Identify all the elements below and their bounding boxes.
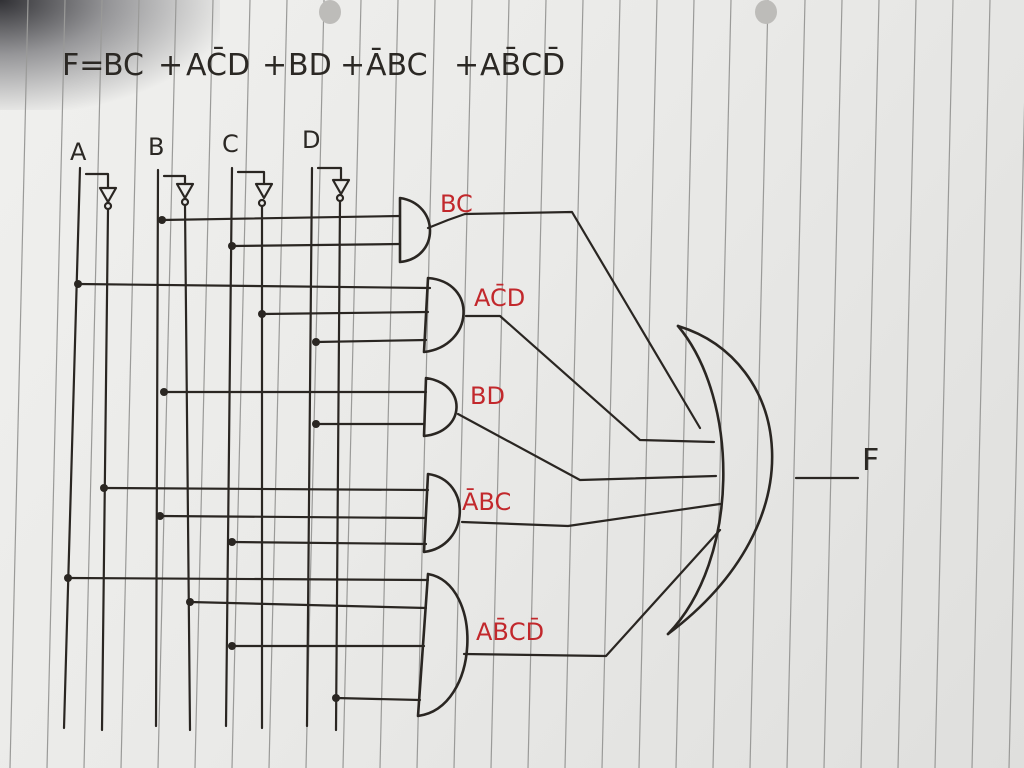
ruled-line bbox=[83, 0, 103, 768]
expression-term-bc: BC bbox=[103, 48, 144, 83]
ruled-line bbox=[675, 0, 695, 768]
expression-term-abc: ĀBC bbox=[366, 47, 428, 83]
bus-a-not bbox=[100, 208, 110, 732]
ruled-line bbox=[342, 0, 362, 768]
ruled-line bbox=[490, 0, 510, 768]
ruled-line bbox=[453, 0, 473, 768]
inverter-c bbox=[254, 182, 274, 200]
ruled-line bbox=[120, 0, 140, 768]
ruled-line bbox=[786, 0, 806, 768]
ruled-line bbox=[9, 0, 29, 768]
bus-a bbox=[62, 166, 82, 730]
bus-b bbox=[154, 168, 160, 728]
expression-prefix: F= bbox=[62, 48, 104, 83]
ruled-line bbox=[934, 0, 954, 768]
punch-hole bbox=[755, 0, 777, 24]
ruled-line bbox=[379, 0, 399, 768]
svg-text:+: + bbox=[340, 48, 365, 83]
and-gate-acd bbox=[74, 276, 716, 444]
ruled-line bbox=[305, 0, 325, 768]
input-label-b: B bbox=[148, 133, 164, 161]
input-label-d: D bbox=[302, 126, 320, 154]
ruled-line bbox=[194, 0, 214, 768]
bus-b-not bbox=[183, 204, 192, 732]
expression-term-bd: BD bbox=[288, 48, 332, 83]
expression-term-abcd: AB̄CD̄ bbox=[480, 47, 565, 83]
and-gate-abc bbox=[100, 472, 722, 554]
ruled-line bbox=[157, 0, 177, 768]
ruled-line bbox=[231, 0, 251, 768]
ruled-line bbox=[712, 0, 732, 768]
ruled-line bbox=[268, 0, 288, 768]
bus-d-not bbox=[334, 200, 342, 732]
svg-text:+: + bbox=[262, 48, 287, 83]
output-label: F bbox=[862, 443, 879, 478]
punch-hole bbox=[319, 0, 341, 24]
and-gate-abcd bbox=[64, 528, 722, 718]
ruled-line bbox=[527, 0, 547, 768]
and-gate-bd bbox=[160, 376, 718, 482]
ruled-line bbox=[823, 0, 843, 768]
ruled-line bbox=[638, 0, 658, 768]
bus-c bbox=[224, 166, 234, 728]
ruled-lines bbox=[9, 0, 1024, 768]
input-label-a: A bbox=[70, 138, 87, 166]
ruled-line bbox=[971, 0, 991, 768]
inverter-b bbox=[175, 182, 195, 200]
ruled-line bbox=[749, 0, 769, 768]
ruled-line bbox=[1008, 102, 1024, 768]
svg-text:+: + bbox=[158, 48, 183, 83]
ruled-line bbox=[601, 0, 621, 768]
input-bus bbox=[62, 166, 351, 732]
ruled-line bbox=[46, 0, 66, 768]
ruled-line bbox=[564, 0, 584, 768]
and-gate-bc bbox=[158, 196, 702, 430]
expression-term-acd: AC̄D bbox=[186, 47, 250, 83]
ruled-line bbox=[897, 0, 917, 768]
or-gate bbox=[666, 324, 860, 636]
gate-label-abc: ĀBC bbox=[462, 487, 511, 516]
inverter-a bbox=[98, 186, 118, 204]
input-label-c: C bbox=[222, 130, 239, 158]
boolean-expression: F= BC + AC̄D + BD + ĀBC + AB̄CD̄ bbox=[62, 47, 565, 83]
gate-label-bc: BC bbox=[440, 190, 473, 218]
gate-label-bd: BD bbox=[470, 382, 505, 410]
inverter-d bbox=[331, 178, 351, 196]
bus-d bbox=[305, 166, 314, 728]
gate-label-abcd: AB̄CD̄ bbox=[476, 617, 544, 646]
gate-label-acd: AC̄D bbox=[474, 283, 525, 312]
ruled-line bbox=[860, 0, 880, 768]
svg-text:+: + bbox=[454, 48, 479, 83]
